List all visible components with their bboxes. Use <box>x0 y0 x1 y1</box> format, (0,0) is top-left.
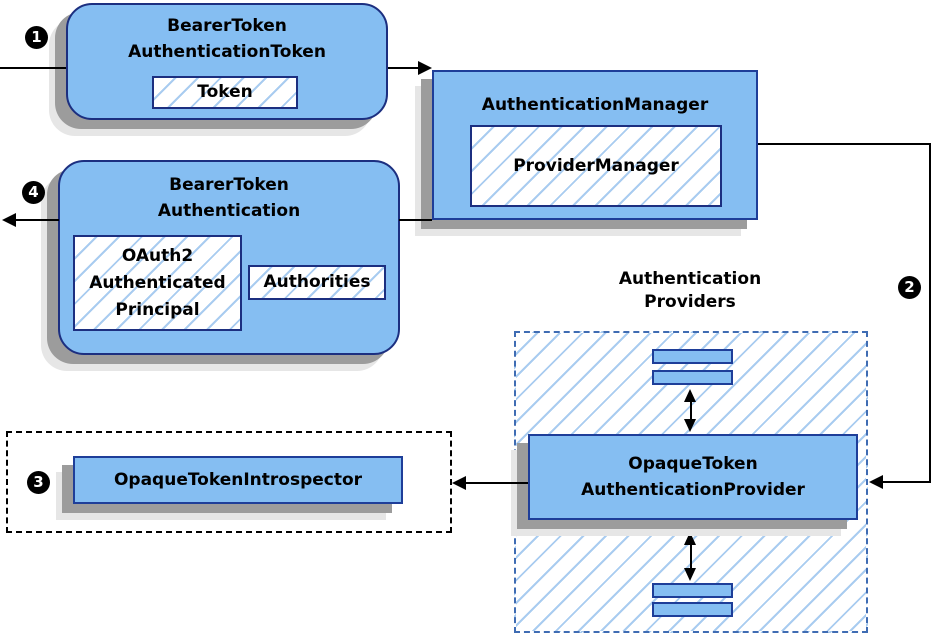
connector-provider-to-introspector <box>465 482 528 484</box>
provider-stack-bar-top-2 <box>652 370 733 385</box>
authentication-providers-label-line2: Providers <box>644 292 736 312</box>
node-bearer-token-authentication-token: BearerToken AuthenticationToken Token <box>66 3 388 120</box>
step-4-badge: 4 <box>22 181 45 204</box>
node-opaque-token-authentication-provider-title-line2: AuthenticationProvider <box>581 480 805 500</box>
node-opaque-token-authentication-provider-title-line1: OpaqueToken <box>628 454 758 474</box>
node-bearer-token-authentication-token-title-line1: BearerToken <box>167 16 287 36</box>
provider-stack-bar-bottom-1 <box>652 583 733 598</box>
node-bearer-token-authentication-token-title-line2: AuthenticationToken <box>128 42 326 62</box>
step-3-number: 3 <box>33 473 44 491</box>
double-arrow-top-down-icon <box>684 419 696 432</box>
provider-manager-box: ProviderManager <box>470 125 722 207</box>
connector-step2-vertical <box>929 143 931 483</box>
provider-stack-bar-top-1 <box>652 349 733 364</box>
connector-step2-top <box>758 143 931 145</box>
connector-request-in <box>0 67 66 69</box>
double-arrow-top-shaft <box>690 400 692 421</box>
connector-token-to-manager-arrowhead-icon <box>418 61 432 75</box>
connector-manager-to-authentication <box>399 219 432 221</box>
step-1-badge: 1 <box>25 26 48 49</box>
authentication-providers-label-line1: Authentication <box>618 269 762 289</box>
step-2-number: 2 <box>904 278 915 296</box>
node-bearer-token-authentication-title-line2: Authentication <box>157 201 301 221</box>
connector-provider-to-introspector-arrowhead-icon <box>452 476 466 490</box>
connector-step2-arrowhead-icon <box>869 475 883 489</box>
token-box: Token <box>152 76 298 109</box>
connector-authentication-out-arrowhead-icon <box>2 213 16 227</box>
step-4-number: 4 <box>28 183 39 201</box>
node-bearer-token-authentication: BearerToken Authentication OAuth2 Authen… <box>58 160 400 355</box>
connector-token-to-manager <box>388 67 419 69</box>
provider-stack-bar-bottom-2 <box>652 602 733 617</box>
node-authentication-manager-title: AuthenticationManager <box>481 95 709 115</box>
step-2-badge: 2 <box>898 276 921 299</box>
node-opaque-token-authentication-provider: OpaqueToken AuthenticationProvider <box>528 434 858 520</box>
authentication-providers-label: Authentication Providers <box>590 268 790 314</box>
node-bearer-token-authentication-title-line1: BearerToken <box>169 175 289 195</box>
oauth2-authenticated-principal-line2: Authenticated <box>89 272 226 293</box>
connector-step2-bottom <box>882 481 931 483</box>
double-arrow-bottom-shaft <box>690 543 692 571</box>
step-3-badge: 3 <box>27 471 50 494</box>
double-arrow-top-up-icon <box>684 389 696 402</box>
oauth2-authenticated-principal-line1: OAuth2 <box>121 245 194 266</box>
authorities-box: Authorities <box>248 265 386 300</box>
oauth2-authenticated-principal-line3: Principal <box>115 299 200 320</box>
step-1-number: 1 <box>31 28 42 46</box>
authorities-label: Authorities <box>263 272 371 292</box>
node-authentication-manager: AuthenticationManager ProviderManager <box>432 70 758 220</box>
node-opaque-token-introspector-title: OpaqueTokenIntrospector <box>113 470 363 490</box>
connector-authentication-out <box>14 219 59 221</box>
token-label: Token <box>197 82 253 102</box>
double-arrow-bottom-up-icon <box>684 532 696 545</box>
double-arrow-bottom-down-icon <box>684 568 696 581</box>
oauth2-authenticated-principal-box: OAuth2 Authenticated Principal <box>73 235 242 331</box>
provider-manager-label: ProviderManager <box>513 155 679 176</box>
node-opaque-token-introspector: OpaqueTokenIntrospector <box>73 456 403 504</box>
